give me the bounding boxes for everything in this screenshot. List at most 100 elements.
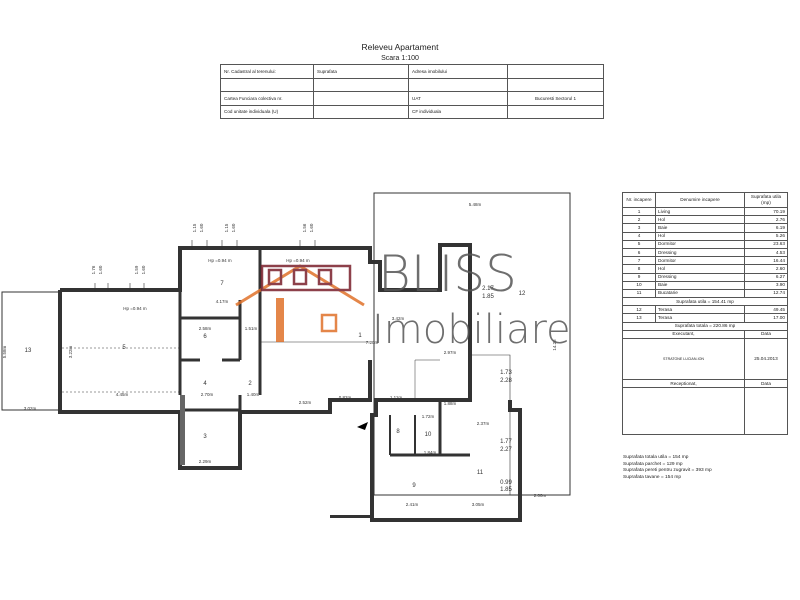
table-row: Cartea Funciara colectiva nr. UAT Bucure… [220,91,604,106]
dimension-label: 2.00m [534,493,547,498]
window-dim: 2.28 [500,378,512,384]
stair-line [414,359,440,400]
watermark-imobiliare: Imobiliare [372,307,571,353]
window-marks [191,240,316,250]
dimension-label: 2.52m [299,400,312,405]
table-row: Executant, Data [622,329,788,340]
dimension-label: 1.88m [444,401,457,406]
dimension-label: 2.37m [477,421,490,426]
room-number: 5 [122,345,126,351]
total-line: Suprafata pereti pentru zugravit = 393 m… [623,468,712,473]
room-number: 9 [412,483,416,489]
window-dim: 1.77 [500,439,512,445]
room-number: 3 [203,434,207,440]
date-label: Data [744,329,788,340]
dimension-label: 4.17m [216,299,229,304]
window-dim: 1.60 [309,223,314,232]
surface-totals: Suprafata totala utila = 154 mp Suprafat… [623,455,712,481]
window-dim: 1.60 [231,223,236,232]
roof-icon [235,264,365,307]
window-dim: 1.85 [500,487,512,493]
dimension-label: 1.84m [424,450,437,455]
interior-wall [389,415,416,455]
dimension-label: 2.58m [199,326,212,331]
window-dim: 1.60 [199,223,204,232]
dimension-label: 14.26 [552,339,557,351]
dimension-label: 1.11m [390,395,402,400]
interior-wall [180,316,242,360]
room-number: 12 [519,291,526,297]
document-scale: Scara 1:100 [381,55,419,62]
window-dim: 2.27 [500,447,512,453]
window-line [470,354,511,495]
dimension-label: 5.58m [2,345,7,358]
entrance-arrow-icon [357,422,368,430]
hp-label: Hp =0.94 m [208,258,232,263]
window-icon [317,268,333,286]
room-number: 13 [25,348,32,354]
bliss-logo: BLISS Imobiliare [235,245,571,353]
window-dim: 1.85 [482,294,494,300]
dimension-label: 1.72m [422,414,435,419]
document-title: Releveu Apartament [361,42,439,52]
table-row: Nr. Cadastral al terenului: Suprafata Ad… [220,64,604,79]
window-dim: 1.15 [224,223,229,232]
hp-label: Hp =0.94 m [123,306,147,311]
dimension-label: 4.45m [116,392,129,397]
dimension-label: 3.42m [392,316,405,321]
dimension-label: 2.97m [444,350,457,355]
dimension-label: 1.51m [245,326,258,331]
pillar-icon [276,298,284,342]
door-icon [320,313,338,333]
dimension-label: 3.02m [24,406,37,411]
window-dim: 1.59 [134,265,139,274]
house-frame-icon [260,264,352,292]
window-dim: 1.56 [302,223,307,232]
total-line: Suprafata parchet = 129 mp [623,461,683,467]
interior-wall [376,398,470,457]
exterior-walls-lower [58,290,372,470]
room-number: 8 [396,429,400,435]
terrace-12-outline [373,192,571,496]
hp-label: Hp =0.94 m [286,258,310,263]
interior-wall [238,248,262,395]
total-line: Suprafata tavane = 154 mp [623,474,682,480]
dimension-label: 3.05m [472,502,485,507]
interior-wall [180,395,242,412]
dimension-label: 2.29m [199,459,212,464]
window-icon [292,268,308,286]
window-dim: 1.60 [98,265,103,274]
dimension-label: 0.82m [339,395,352,400]
dimension-label: 2.70m [201,392,214,397]
cad-cell [507,104,604,119]
dimension-label: 3.22m [68,345,73,358]
window-dim: 1.15 [192,223,197,232]
total-line: Suprafata totala utila = 154 mp [623,455,689,460]
wall-fill [330,515,372,518]
rooms-table: Nr. incapere Denumire incapere Suprafata… [622,192,788,436]
beam-line [62,347,180,393]
exterior-walls [60,243,522,522]
room-number: 2 [248,381,252,387]
receptionat-date-space [744,387,788,436]
date-label-2: Data [744,378,788,389]
room-number: 7 [220,281,224,287]
table-row: Cod unitate individuala (U) CF individua… [220,104,604,119]
room-number: 1 [358,333,362,339]
window-dim: 2.17 [482,286,494,292]
window-dim: 1.60 [141,265,146,274]
dimension-label: 7.20m [366,340,379,345]
room-number: 6 [203,334,207,340]
table-row: Receptionat, Data [622,378,788,389]
dimension-label: 1.40m [247,392,260,397]
window-dim: 1.76 [91,265,96,274]
dimension-label: 5.48m [469,202,482,207]
room-number: 10 [425,432,432,438]
cadastral-table: Nr. Cadastral al terenului: Suprafata Ad… [220,64,604,119]
table-row: Nr. incapere Denumire incapere Suprafata… [622,192,788,208]
wall-fill [180,395,185,465]
window-dim: 0.99 [500,480,512,486]
window-icon [267,268,283,286]
room-number: 4 [203,381,207,387]
